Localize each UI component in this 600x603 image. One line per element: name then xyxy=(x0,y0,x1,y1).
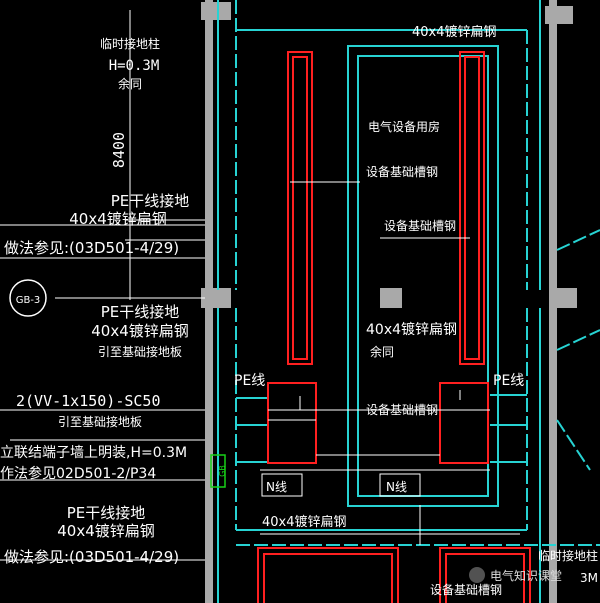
leader-left-upper xyxy=(0,224,205,259)
label-foundation-channel-1: 设备基础槽钢 xyxy=(366,165,438,179)
label-temp-ground-post-bottom: 临时接地柱 xyxy=(538,548,598,563)
steel-flat-right-branches xyxy=(490,424,527,463)
label-terminal-box: 立联结端子墙上明装,H=0.3M xyxy=(0,445,187,461)
label-room-name: 电气设备用房 xyxy=(368,119,440,134)
label-pe-trunk-2: PE干线接地 xyxy=(101,303,180,321)
n-line-box-left xyxy=(261,473,303,497)
dim-and-leaders-left xyxy=(125,10,205,300)
label-steel-flat-top: 40x4镀锌扁钢 xyxy=(412,24,497,40)
label-foundation-channel-3: 设备基础槽钢 xyxy=(366,403,438,417)
channel-right-inner xyxy=(464,56,480,360)
building-walls xyxy=(201,0,577,603)
gb3-marker-text: GB-3 xyxy=(16,295,41,306)
channel-right-outer xyxy=(459,51,485,365)
column-top-right xyxy=(545,6,573,24)
gb3-marker: GB-3 xyxy=(9,279,47,317)
channel-bottom-right-outer xyxy=(439,547,531,603)
label-temp-ground-post-top: 临时接地柱 xyxy=(100,36,160,51)
label-lead-to-plate-1: 引至基础接地板 xyxy=(98,344,182,359)
leader-lines xyxy=(0,10,520,561)
label-method-ref-2: 作法参见02D501-2/P34 xyxy=(0,465,156,482)
watermark: 电气知识课堂 xyxy=(469,567,562,583)
label-bottom-right-fragment: 3M xyxy=(580,571,598,585)
label-steel-flat-center: 40x4镀锌扁钢 xyxy=(366,321,457,338)
drawing-labels: 临时接地柱 H=0.3M 余同 8400 40x4镀锌扁钢 电气设备用房 设备基… xyxy=(0,24,598,597)
steel-flat-right-outside xyxy=(556,229,600,471)
terminal-bus-top xyxy=(268,409,490,421)
label-foundation-channel-2: 设备基础槽钢 xyxy=(384,219,456,233)
watermark-text: 电气知识课堂 xyxy=(490,568,562,583)
column-center xyxy=(380,288,402,308)
channel-left-inner xyxy=(292,56,308,360)
gb-small-box xyxy=(210,454,226,488)
pe-leaders xyxy=(299,390,461,410)
leader-foundation-channel xyxy=(290,181,470,239)
steel-flat-inner-loop-outer xyxy=(347,45,499,507)
foundation-channel-steel xyxy=(257,51,531,603)
terminal-box-left xyxy=(267,382,317,464)
grounding-steel-flat xyxy=(217,0,600,603)
terminal-box-right xyxy=(439,382,489,464)
column-mid-right xyxy=(549,288,577,308)
label-dim-8400: 8400 xyxy=(110,132,128,168)
label-steel-flat-3: 40x4镀锌扁钢 xyxy=(57,522,155,540)
label-n-line-left: N线 xyxy=(266,480,287,494)
label-method-ref-1: 做法参见:(03D501-4/29) xyxy=(4,239,179,257)
column-top-left xyxy=(201,2,231,20)
watermark-icon xyxy=(469,567,485,583)
label-steel-flat-bottom: 40x4镀锌扁钢 xyxy=(262,514,347,530)
label-n-line-right: N线 xyxy=(386,480,407,494)
channel-bottom-left-outer xyxy=(257,547,399,603)
label-pe-trunk-1: PE干线接地 xyxy=(111,192,190,210)
channel-bottom-right-inner xyxy=(445,553,525,603)
label-pe-line-right: PE线 xyxy=(493,373,524,389)
gb-small-text: GB xyxy=(218,465,227,477)
label-pe-trunk-3: PE干线接地 xyxy=(67,504,146,522)
channel-left-outer xyxy=(287,51,313,365)
label-pe-line-left: PE线 xyxy=(234,373,265,389)
steel-flat-inner-loop-inner xyxy=(357,55,489,497)
label-method-ref-3: 做法参见:(03D501-4/29) xyxy=(4,548,179,566)
label-steel-flat-2: 40x4镀锌扁钢 xyxy=(91,322,189,340)
n-line-box-right xyxy=(379,473,421,497)
column-mid-left xyxy=(201,288,231,308)
gb3-marker-circle xyxy=(9,279,47,317)
label-ditto-top: 余同 xyxy=(118,76,142,91)
channel-bottom-left-inner xyxy=(263,553,393,603)
label-lead-to-plate-2: 引至基础接地板 xyxy=(58,414,142,429)
leader-left-middle xyxy=(0,409,205,481)
label-steel-flat-1: 40x4镀锌扁钢 xyxy=(69,210,167,228)
gb-small-marker: GB xyxy=(210,454,227,488)
steel-flat-left-branches xyxy=(236,424,268,463)
label-foundation-channel-bottom: 设备基础槽钢 xyxy=(430,583,502,597)
label-temp-ground-height-top: H=0.3M xyxy=(109,58,160,74)
label-ditto-center: 余同 xyxy=(370,344,394,359)
label-cable-spec: 2(VV-1x150)-SC50 xyxy=(16,392,161,410)
